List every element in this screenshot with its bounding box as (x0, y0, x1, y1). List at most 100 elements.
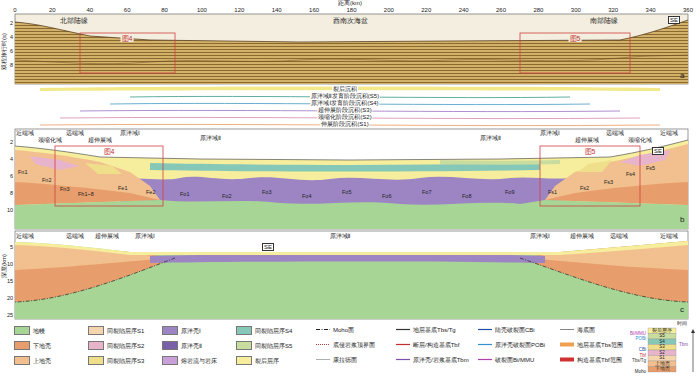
fault-label: Fn1 (18, 170, 27, 176)
inset-box (55, 146, 163, 206)
legend-line-sample (316, 341, 330, 348)
moho-line (15, 258, 175, 302)
tick-label: 320 (608, 7, 618, 13)
stage-label: 伸展阶段沉积(S1) (320, 121, 369, 127)
legend-item: Moho面 (316, 326, 354, 333)
legend-line (316, 359, 330, 360)
inset-label: POBi (635, 337, 646, 342)
stage-band (40, 87, 660, 92)
legend-line (316, 344, 330, 345)
tick-label: 260 (496, 7, 506, 13)
fault-label: Fo3 (262, 190, 271, 196)
domain-label: 近端域 (16, 233, 34, 239)
inset-label: Tbs/Tg (632, 359, 646, 364)
legend-item: 同裂陷层序S4 (236, 326, 292, 335)
legend-text: 原洋壳Ⅰ (181, 328, 201, 334)
inset-label: 时间 (677, 321, 687, 326)
fault-label: Fs4 (626, 172, 635, 178)
time-arrow (693, 331, 694, 372)
legend-line (396, 344, 410, 345)
tick-label: 2 (10, 140, 13, 146)
legend-text: 破裂面Bi/MMU (495, 357, 534, 363)
legend-line (396, 329, 410, 330)
fault-label: Fs3 (604, 180, 613, 186)
legend-item: 上地壳 (14, 356, 51, 365)
legend-text: 海底面 (577, 327, 595, 333)
legend-item: 陆壳破裂面CBi (478, 326, 535, 333)
inset-layer (648, 334, 676, 340)
tick-label: 200 (384, 7, 394, 13)
tick-label: 360 (683, 7, 693, 13)
legend-line-sample (396, 326, 410, 333)
fault-label: Fh1~8 (78, 192, 94, 198)
mantle (15, 200, 688, 229)
legend-swatch (88, 341, 104, 350)
legend-text: 底侵岩浆顶界面 (333, 342, 375, 348)
tick-label: 20 (49, 7, 56, 13)
legend-line-sample (316, 356, 330, 363)
legend-item: 原洋壳/岩浆基底Tbm (396, 356, 469, 363)
axis-title: 距离(km) (338, 0, 362, 6)
figure-ref: 图4 (121, 35, 134, 42)
fault-label: Fn3 (60, 187, 69, 193)
upper-crust (545, 144, 688, 205)
legend-item: 同裂陷层序S1 (88, 326, 144, 335)
inset-label: 裂后层序 (652, 329, 672, 334)
region-label: 北部陆缘 (60, 17, 88, 24)
seismic-reflections (15, 20, 688, 84)
legend-text: 同裂陷层序S5 (255, 343, 292, 349)
legend-text: 康拉德面 (333, 357, 357, 363)
tick-label: 220 (421, 7, 431, 13)
domain-label: 原洋域Ⅱ (480, 135, 501, 141)
fault-label: Fo9 (505, 190, 514, 196)
fault-label: Fe1 (118, 186, 127, 192)
legend-item: 海底面 (560, 326, 595, 333)
inset-label: Tbm (679, 343, 688, 348)
inset-label: S5 (659, 334, 665, 339)
inset-layer (648, 350, 676, 356)
legend-line-sample (560, 356, 574, 363)
moho-line (520, 258, 688, 302)
legend-text: 陆壳破裂面CBi (495, 327, 535, 333)
inset-layer (648, 328, 676, 334)
fault-label: Fo2 (222, 194, 231, 200)
legend-line (478, 329, 492, 330)
legend-text: 下地壳 (33, 343, 51, 349)
legend-line (560, 329, 574, 330)
legend-text: 地层基底Tbs范围 (577, 342, 623, 348)
legend-swatch (14, 341, 30, 350)
fault-label: Fn2 (42, 178, 51, 184)
domain-label: 原洋域Ⅰ (540, 130, 560, 136)
domain-label: 远端域 (610, 233, 628, 239)
inset-layer (648, 356, 676, 362)
legend-item: 原洋壳Ⅱ (162, 341, 202, 350)
fault-label: Fs1 (548, 190, 557, 196)
mantle (15, 241, 688, 319)
domain-label: 原洋域Ⅰ (120, 130, 140, 136)
tick-label: 100 (197, 7, 207, 13)
lower-crust (15, 242, 175, 302)
tick-label: 120 (234, 7, 244, 13)
stage-label: 裂后沉积 (332, 86, 358, 92)
tick-label: 4 (10, 35, 13, 41)
axis-title: 双程旅行时(s) (1, 33, 7, 70)
legend-item: 同裂陷层序S3 (88, 356, 144, 365)
region-label: 南部陆缘 (590, 17, 618, 24)
legend-swatch (88, 326, 104, 335)
domain-label: 远端域 (606, 130, 624, 136)
fault-label: Fo5 (342, 190, 351, 196)
legend-item: 底侵岩浆顶界面 (316, 341, 375, 348)
tick-label: 80 (161, 7, 168, 13)
inset-label: S3 (659, 345, 665, 350)
inset-label: Moho (635, 370, 646, 375)
legend-line (478, 344, 492, 345)
legend-item: 构造基底Tbf范围 (560, 356, 622, 363)
legend-line-sample (478, 341, 492, 348)
domain-label: 超伸展域 (570, 233, 594, 239)
domain-label: 远端域 (66, 130, 84, 136)
tick-label: 60 (124, 7, 131, 13)
seismic-panel (15, 14, 688, 84)
legend-text: 裂后层序 (255, 358, 279, 364)
fault-label: Fe2 (146, 190, 155, 196)
